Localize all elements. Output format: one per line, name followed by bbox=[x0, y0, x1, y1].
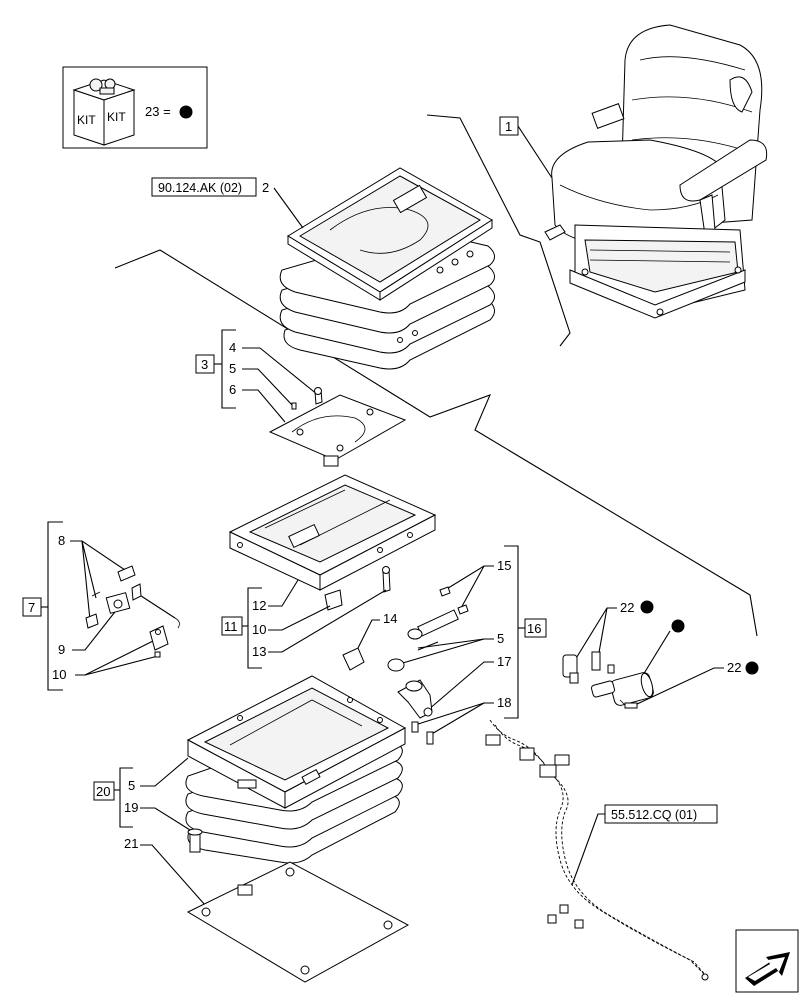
suspension-unit bbox=[279, 167, 495, 370]
group-label-3: 3 bbox=[201, 357, 208, 372]
callout-2: 2 bbox=[262, 180, 269, 195]
callout-8: 8 bbox=[58, 533, 65, 548]
leader-22a-2 bbox=[597, 607, 608, 659]
kit-box-icon: KIT KIT bbox=[72, 78, 136, 146]
leader-15b bbox=[459, 565, 485, 611]
leader-8b bbox=[81, 540, 97, 599]
lower-bellows bbox=[185, 675, 407, 864]
leader-5b-1 bbox=[417, 638, 494, 649]
callout-5c: 5 bbox=[128, 778, 135, 793]
leader-10b bbox=[268, 605, 331, 631]
leader-8a bbox=[70, 540, 129, 573]
leader-10a-2 bbox=[84, 655, 159, 676]
kit-legend: KIT KIT 23 = bbox=[62, 66, 208, 149]
callout-17: 17 bbox=[497, 654, 511, 669]
leader-21 bbox=[140, 844, 206, 906]
complete-seat-assembly bbox=[544, 24, 768, 319]
group-3-bracket bbox=[214, 329, 236, 409]
leader-5c bbox=[140, 757, 189, 787]
group-label-11: 11 bbox=[224, 619, 238, 634]
leader-9 bbox=[72, 607, 119, 651]
leader-1 bbox=[517, 125, 553, 179]
group-box-20 bbox=[93, 781, 115, 801]
leader-14 bbox=[357, 619, 380, 649]
group-box-3 bbox=[195, 354, 215, 374]
kit-legend-text: 23 = bbox=[145, 104, 171, 119]
base-plate bbox=[186, 861, 410, 983]
leader-18b bbox=[429, 702, 485, 736]
group-box-16 bbox=[524, 618, 547, 638]
kit-label-left: KIT bbox=[77, 113, 96, 127]
callout-6: 6 bbox=[229, 382, 236, 397]
group-16-bracket bbox=[504, 545, 525, 719]
damper-parts bbox=[387, 586, 469, 745]
leader-10a-1 bbox=[75, 639, 156, 676]
callout-13: 13 bbox=[252, 644, 266, 659]
group-label-1: 1 bbox=[505, 119, 512, 134]
group-7-bracket bbox=[41, 521, 63, 691]
ref-box-main bbox=[151, 177, 257, 197]
next-page-arrow-icon[interactable] bbox=[735, 929, 799, 993]
ref-harness: 55.512.CQ (01) bbox=[611, 808, 697, 822]
group-20-bracket bbox=[114, 767, 133, 828]
callout-5a: 5 bbox=[229, 361, 236, 376]
group-label-7: 7 bbox=[28, 600, 35, 615]
leader-4 bbox=[242, 347, 319, 396]
group-label-20: 20 bbox=[96, 784, 110, 799]
callout-15: 15 bbox=[497, 558, 511, 573]
callout-10a: 10 bbox=[52, 667, 66, 682]
leader-line-seat-pointer bbox=[426, 114, 571, 347]
callout-12: 12 bbox=[252, 598, 266, 613]
leader-15a bbox=[444, 565, 494, 591]
group-label-16: 16 bbox=[527, 621, 541, 636]
leader-harness bbox=[571, 813, 605, 886]
ref-main: 90.124.AK (02) bbox=[158, 181, 242, 195]
callout-22b: 22 bbox=[727, 660, 741, 675]
leader-2 bbox=[273, 187, 304, 229]
leader-8c bbox=[81, 540, 91, 621]
slide-frame bbox=[228, 474, 437, 611]
leader-line-assembly-boundary bbox=[114, 249, 758, 637]
kit-dot-icon-switch bbox=[671, 619, 685, 633]
adapter-plate bbox=[268, 387, 407, 467]
callout-4: 4 bbox=[229, 340, 236, 355]
group-box-11 bbox=[221, 616, 243, 636]
switch-parts bbox=[562, 651, 654, 709]
kit-dot-icon-22b bbox=[745, 661, 759, 675]
kit-dot-icon bbox=[179, 105, 193, 119]
callout-14: 14 bbox=[383, 611, 397, 626]
leader-19 bbox=[140, 807, 191, 831]
lever-mechanism bbox=[85, 565, 180, 658]
callout-21: 21 bbox=[124, 836, 138, 851]
callout-10b: 10 bbox=[252, 622, 266, 637]
group-box-7 bbox=[22, 597, 42, 617]
leader-12 bbox=[268, 579, 299, 607]
clip-part-14 bbox=[342, 647, 365, 671]
callout-22a: 22 bbox=[620, 600, 634, 615]
callout-19: 19 bbox=[124, 800, 138, 815]
leader-5b-2 bbox=[395, 638, 485, 666]
leader-5a bbox=[242, 368, 294, 407]
callout-9: 9 bbox=[58, 642, 65, 657]
leader-17 bbox=[427, 661, 494, 711]
kit-dot-icon-22a bbox=[640, 600, 654, 614]
wiring-harness bbox=[485, 719, 709, 981]
leader-switch bbox=[639, 630, 671, 681]
callout-18: 18 bbox=[497, 695, 511, 710]
leader-6 bbox=[242, 389, 286, 423]
group-11-bracket bbox=[242, 587, 262, 669]
kit-label-right: KIT bbox=[107, 110, 126, 124]
leader-22b bbox=[634, 667, 724, 706]
callout-5b: 5 bbox=[497, 631, 504, 646]
leader-13 bbox=[268, 589, 387, 653]
arrow-icon-frame[interactable] bbox=[735, 929, 799, 993]
